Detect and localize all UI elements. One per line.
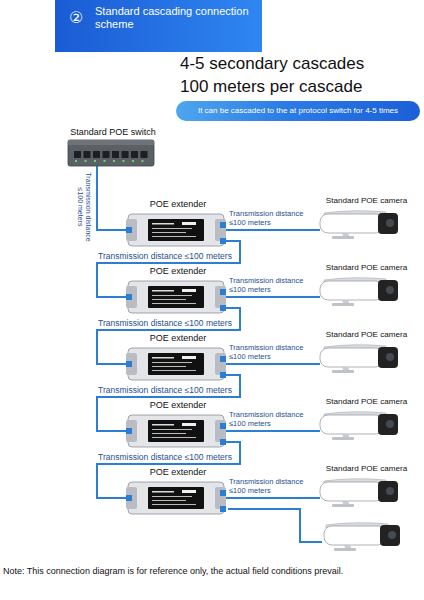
poe-extender: POE extender [126,265,230,316]
cable-connector [226,497,320,499]
node-heading: POE extender [126,265,230,277]
distance-label: Transmission distance ≤100 meters [229,210,311,227]
poe-extender: POE extender [126,198,230,249]
node-heading: Standard POE camera [312,195,421,207]
distance-label: Transmission distance ≤100 meters [76,170,92,244]
poe-extender: POE extender [126,332,230,383]
poe-extender: POE extender [126,466,230,517]
node-heading: Standard POE camera [312,396,421,408]
footnote: Note: This connection diagram is for ref… [3,566,421,577]
poe-camera: Standard POE camera [312,329,421,373]
node-heading: Standard POE camera [312,329,421,341]
cable-connector [226,430,320,432]
extender-housing [126,211,226,249]
cable-connector [97,166,126,230]
info-pill: It can be cascaded to the at protocol sw… [176,101,420,121]
poe-camera: Standard POE camera [312,262,421,306]
extender-housing [126,278,226,316]
extender-housing [126,412,226,450]
node-heading: Standard POE switch [56,126,170,138]
extra-camera-illustration [324,523,400,551]
extender-housing [126,345,226,383]
extender-housing [126,479,226,517]
distance-label: Transmission distance ≤100 meters [229,478,311,495]
cable-connector [226,363,320,365]
node-heading: Standard POE camera [312,463,421,475]
distance-label: Transmission distance ≤100 meters [94,251,236,261]
distance-label: Transmission distance ≤100 meters [94,385,236,395]
poe-camera: Standard POE camera [312,396,421,440]
distance-label: Transmission distance ≤100 meters [229,277,311,294]
distance-label: Transmission distance ≤100 meters [94,452,236,462]
poe-camera: Standard POE camera [312,463,421,507]
poe-camera: Standard POE camera [312,195,421,239]
camera-icon [320,209,400,239]
section-number: ② [69,9,83,27]
switch-icon [68,140,154,166]
node-heading: POE extender [126,399,230,411]
distance-label: Transmission distance ≤100 meters [94,318,236,328]
heading-banner: Standard cascading connection scheme ② [55,0,262,52]
node-heading: POE extender [126,466,230,478]
node-heading: POE extender [126,198,230,210]
camera-icon [320,276,400,306]
distance-label: Transmission distance ≤100 meters [229,411,311,428]
node-heading: Standard POE camera [312,262,421,274]
banner-title: Standard cascading connection scheme [95,5,260,31]
camera-icon [320,477,400,507]
extra-camera-cable [228,509,322,542]
distance-label: Transmission distance ≤100 meters [229,344,311,361]
poe-switch: Standard POE switch [56,126,170,168]
cable-connector [226,296,320,298]
camera-icon [320,343,400,373]
cable-connector [226,229,320,231]
poe-extender: POE extender [126,399,230,450]
headline: 100 meters per cascade [180,77,362,97]
node-heading: POE extender [126,332,230,344]
camera-icon [320,410,400,440]
headline: 4-5 secondary cascades [180,54,364,74]
